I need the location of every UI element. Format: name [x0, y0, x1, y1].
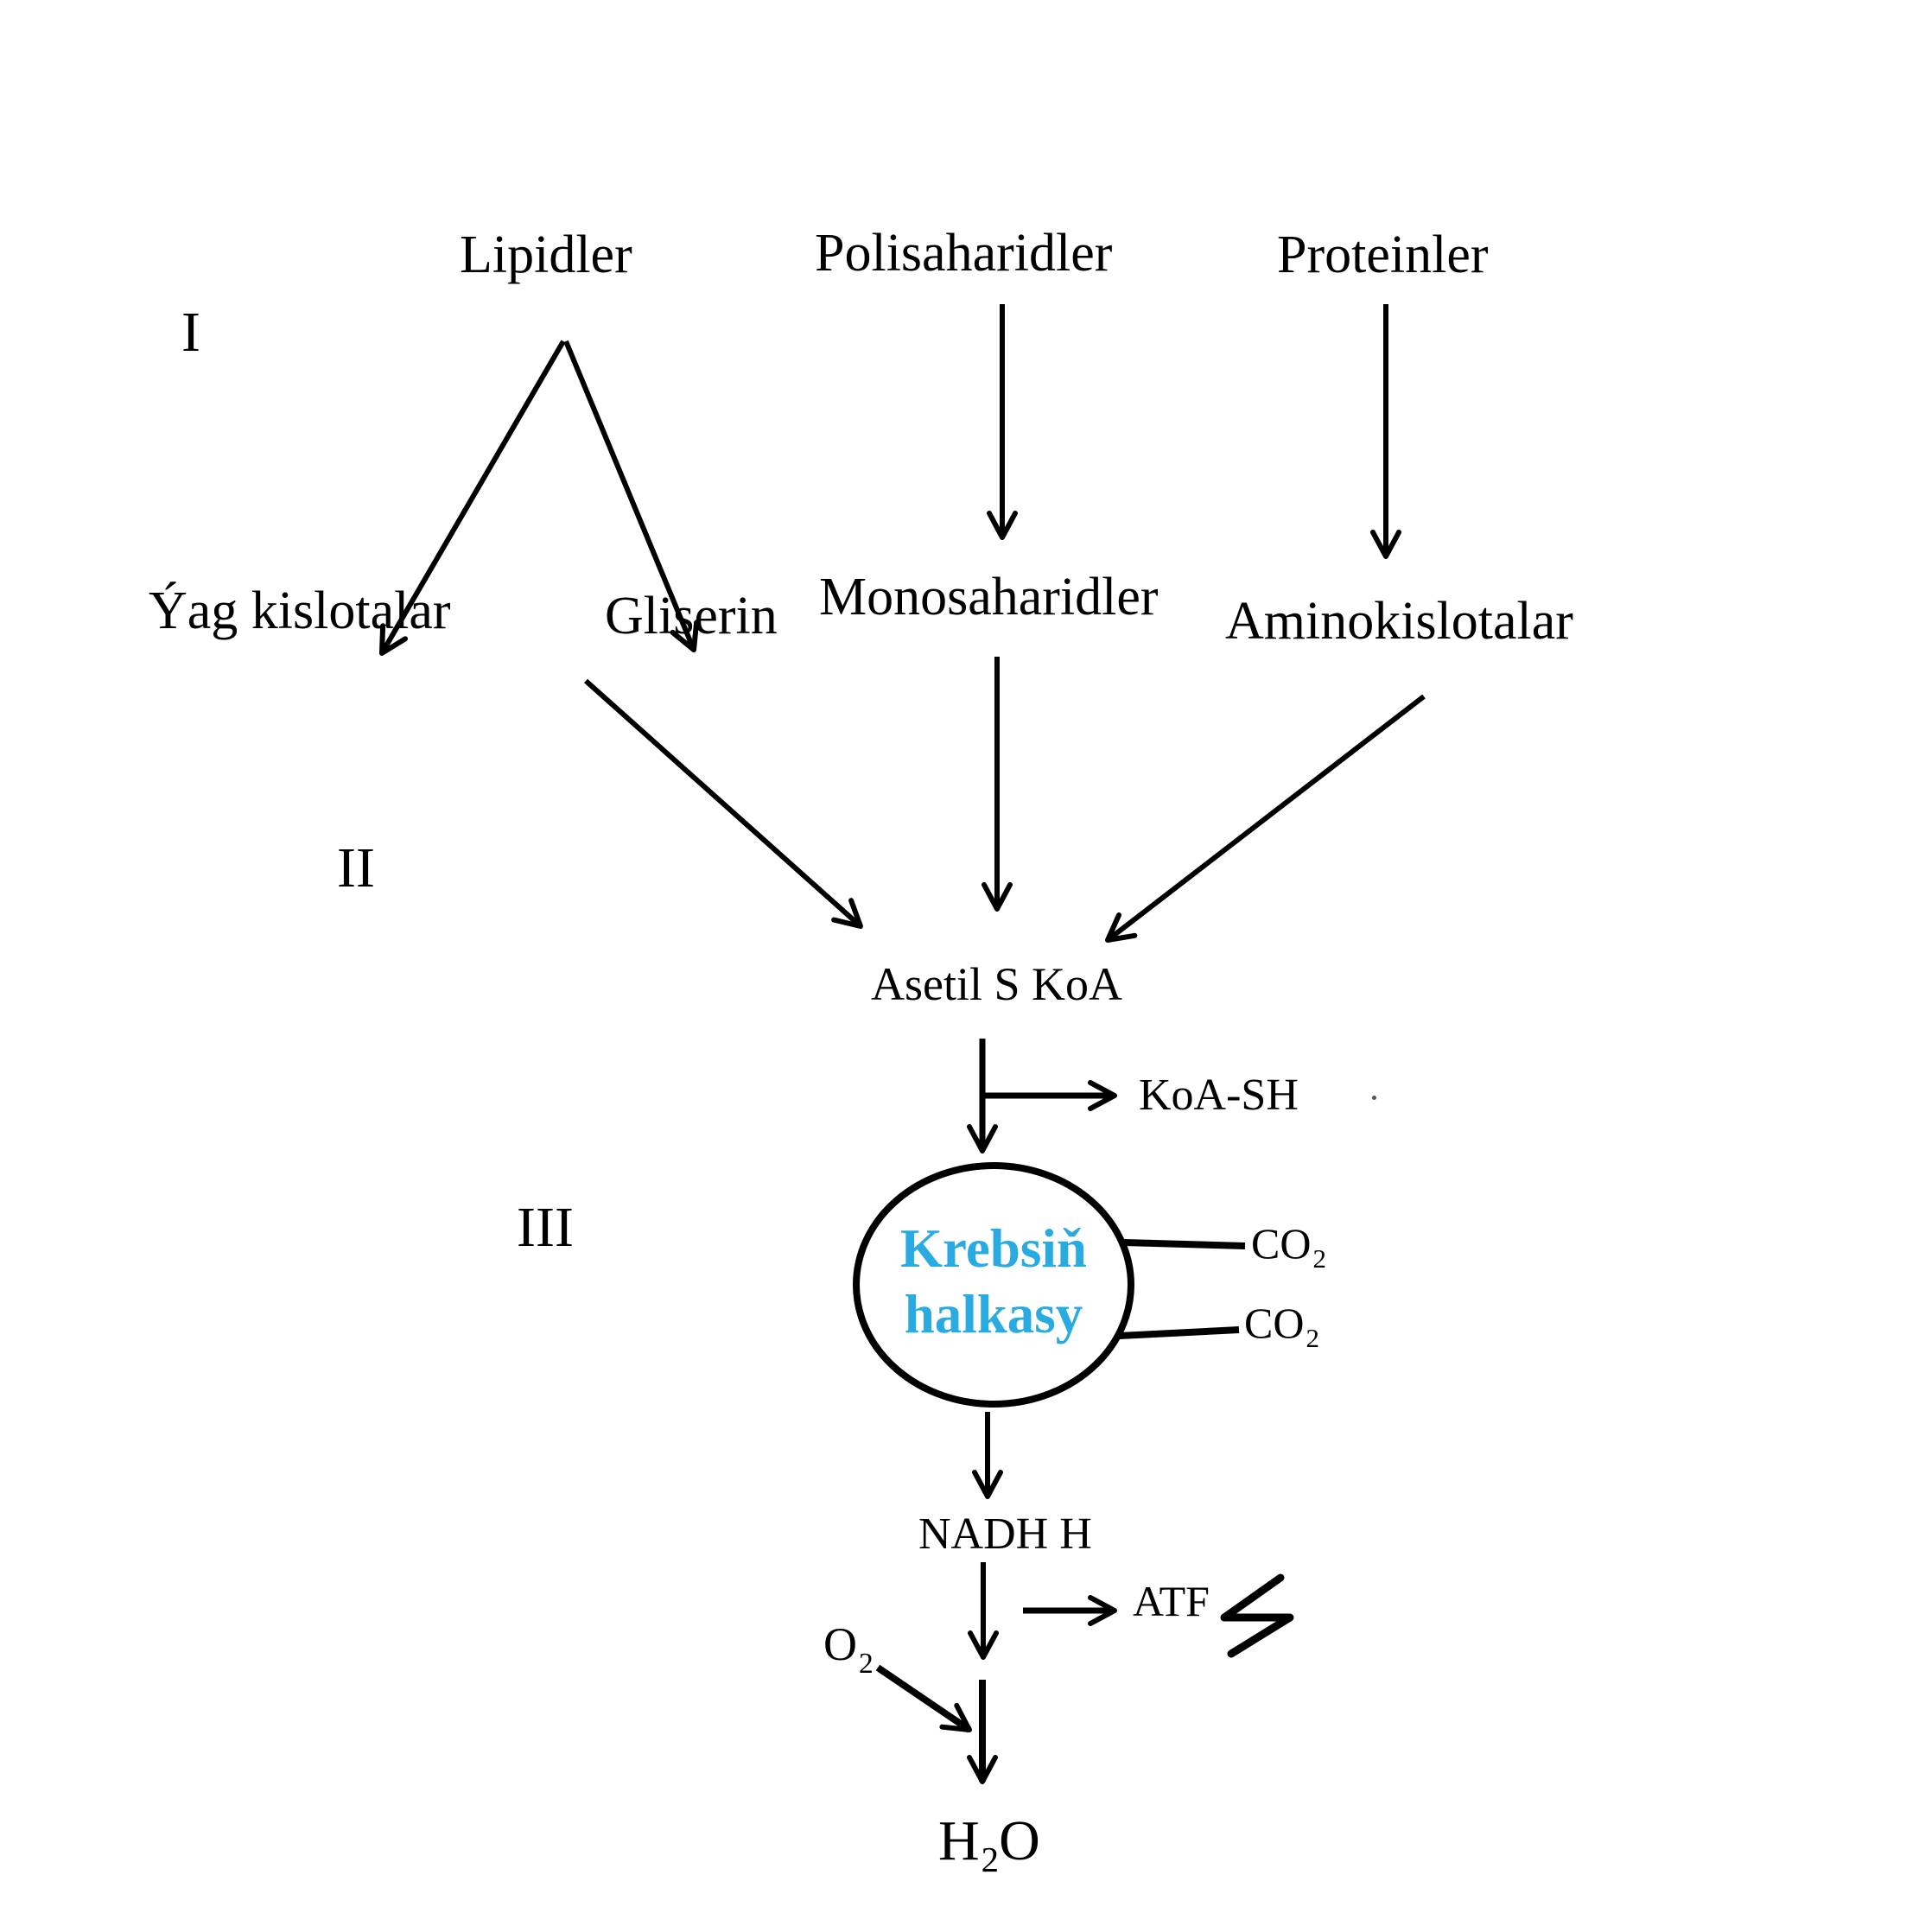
stray-ink-dot: [1372, 1096, 1376, 1100]
arrow-aminokislotalar-to-asetil: [1105, 694, 1426, 943]
node-polisaharidler: Polisaharidler: [815, 224, 1113, 283]
co2-label-upper: CO2: [1251, 1219, 1326, 1272]
node-krebs-halkasy: Krebsiň halkasy: [855, 1217, 1132, 1347]
co2-upper-base: CO: [1251, 1219, 1312, 1268]
arrow-gliserin-to-asetil: [584, 678, 863, 929]
node-gliserin: Gliserin: [605, 587, 778, 645]
line-circle-to-co2-upper: [1123, 1239, 1246, 1249]
o2-subscript: 2: [859, 1648, 874, 1681]
co2-lower-base: CO: [1244, 1299, 1305, 1347]
o2-base: O: [823, 1618, 857, 1670]
node-lipidler: Lipidler: [460, 226, 632, 284]
co2-label-lower: CO2: [1244, 1299, 1319, 1351]
h2o-h: H: [938, 1809, 980, 1872]
node-nadh-h: NADH H: [918, 1509, 1092, 1559]
node-asetil-s-koa: Asetil S KoA: [871, 958, 1123, 1010]
stage-label-1: I: [181, 301, 200, 364]
o2-label: O2: [823, 1618, 874, 1679]
stage-label-3: III: [517, 1196, 574, 1259]
h2o-label: H2O: [938, 1813, 1040, 1878]
krebs-cycle-circle: [853, 1162, 1134, 1408]
node-koa-sh: KoA-SH: [1139, 1071, 1299, 1120]
h2o-o: O: [999, 1809, 1040, 1872]
arrow-lipidler-to-gliserin: [563, 340, 700, 652]
node-proteinler: Proteinler: [1277, 226, 1489, 284]
co2-upper-subscript: 2: [1312, 1242, 1326, 1274]
co2-lower-subscript: 2: [1306, 1322, 1319, 1353]
node-yag-kislotalar: Ýag kislotalar: [149, 582, 451, 640]
h2o-subscript: 2: [981, 1840, 1000, 1879]
arrow-lipidler-to-yag-kislotalar: [379, 340, 566, 656]
energy-bond-squiggle: [1220, 1573, 1294, 1658]
node-aminokislotalar: Aminokislotalar: [1225, 592, 1573, 651]
line-circle-to-co2-lower: [1119, 1326, 1240, 1339]
stage-label-2: II: [337, 836, 375, 899]
krebs-line-2: halkasy: [904, 1283, 1083, 1344]
krebs-line-1: Krebsiň: [900, 1218, 1087, 1279]
arrow-o2-to-chain: [875, 1664, 972, 1733]
node-monosaharidler: Monosaharidler: [819, 568, 1159, 626]
node-atf: ATF: [1133, 1577, 1210, 1625]
